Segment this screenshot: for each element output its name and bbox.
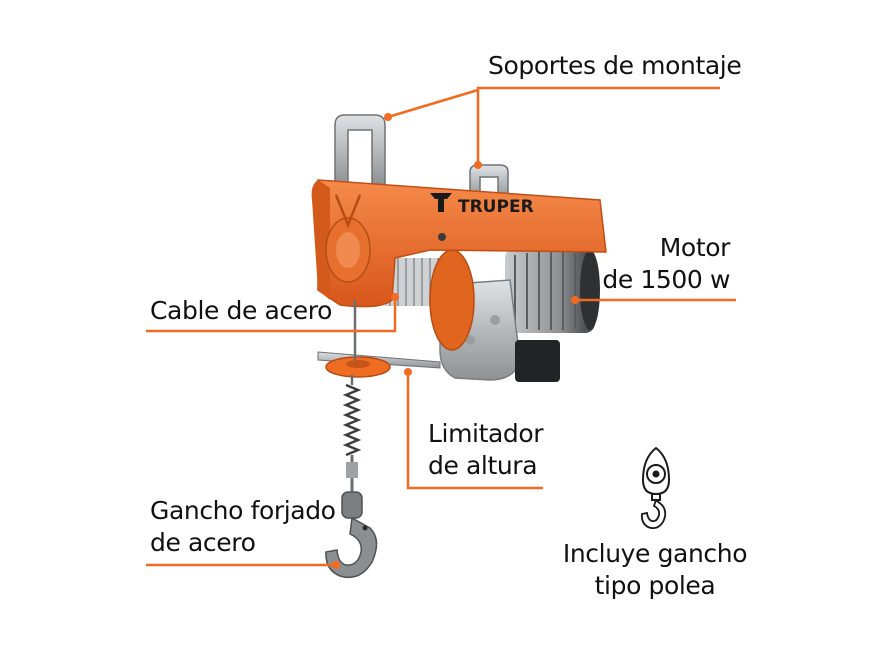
callout-line-mounting [476,86,720,165]
hoist-body [311,179,607,308]
cable-drum [385,249,475,351]
callout-dots [332,113,579,569]
callout-line-cable [146,297,397,333]
label-pulley-hook: Incluye gancho tipo polea [562,539,748,600]
callout-line-limiter [406,372,543,490]
label-forged-hook: Gancho forjado de acero [150,496,336,557]
brand-name: TRUPER [458,197,534,217]
callout-line-mounting-left [387,88,479,119]
mounting-bracket-left [334,114,386,186]
motor [505,248,600,333]
steel-cable [342,300,362,495]
label-motor: Motor de 1500 w [602,233,730,294]
label-mounting-supports: Soportes de montaje [488,51,742,80]
pulley-hook-icon [640,446,671,530]
label-steel-cable: Cable de acero [150,296,332,325]
label-height-limiter: Limitador de altura [428,419,544,480]
callout-lines [146,86,736,567]
height-limiter-arm [317,351,441,378]
truper-logo-icon [430,193,452,212]
